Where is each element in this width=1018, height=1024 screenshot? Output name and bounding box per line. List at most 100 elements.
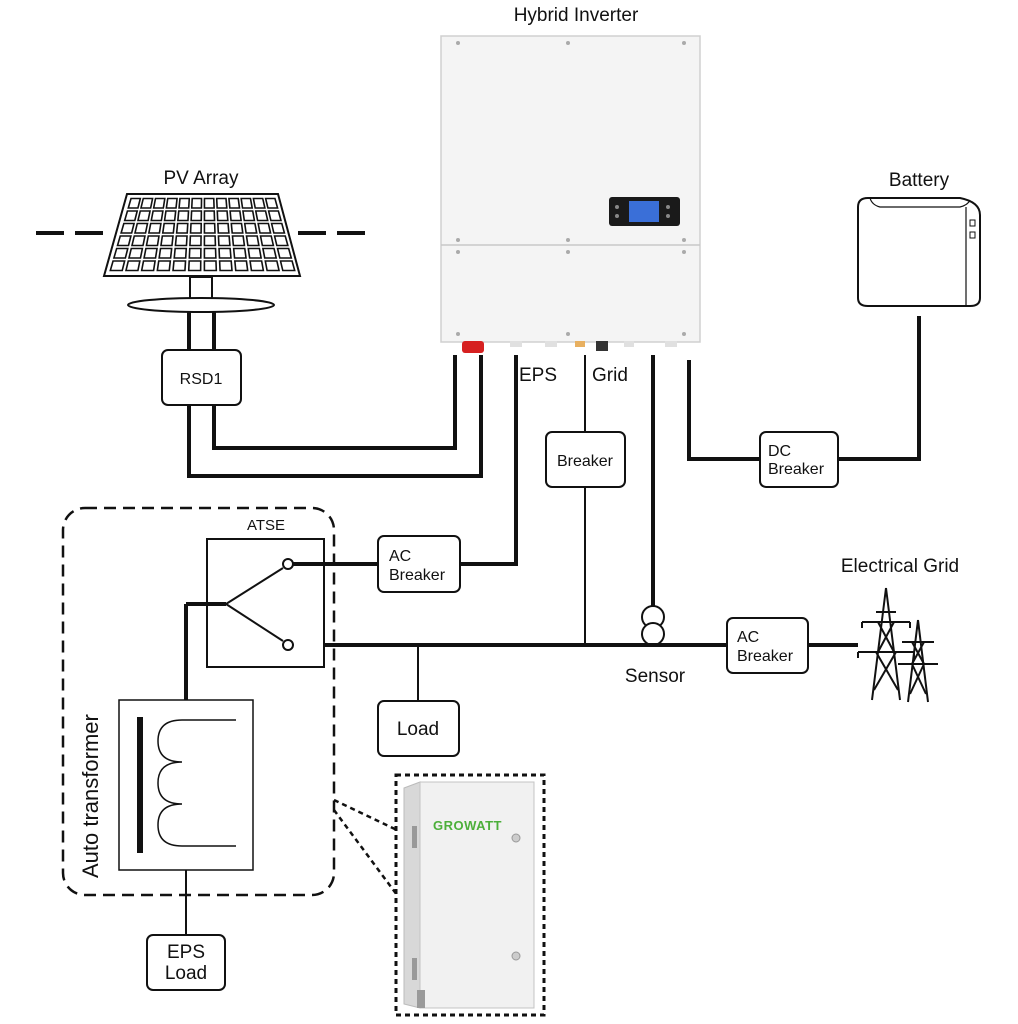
pv-cell xyxy=(203,235,217,247)
grid-ac-breaker-line2: Breaker xyxy=(737,648,794,665)
pv-cell xyxy=(136,210,152,222)
grid-breaker-box: Breaker xyxy=(545,431,626,488)
grid-ac-breaker-line1: AC xyxy=(737,629,759,646)
cabinet-outline xyxy=(394,773,546,1017)
load-box: Load xyxy=(377,700,460,757)
grid-port-label: Grid xyxy=(592,365,628,386)
pv-cell xyxy=(243,222,258,234)
pv-cell xyxy=(109,260,126,272)
eps-load-box: EPS Load xyxy=(146,934,226,991)
pv-wires xyxy=(187,312,483,478)
eps-wire xyxy=(460,355,518,566)
pv-cell xyxy=(173,247,188,259)
rsd1-box: RSD1 xyxy=(161,349,242,406)
pv-cell xyxy=(127,247,144,259)
pv-cell xyxy=(163,210,177,222)
battery-label: Battery xyxy=(889,170,950,191)
pv-cell xyxy=(140,260,157,272)
eps-load-line1: EPS xyxy=(167,942,205,963)
atse-ac-breaker-box: AC Breaker xyxy=(377,535,461,593)
pv-cell xyxy=(160,235,174,247)
growatt-cabinet: GROWATT xyxy=(403,781,535,1009)
dc-breaker-box: DC Breaker xyxy=(759,431,839,488)
pv-cell xyxy=(133,222,149,234)
pv-cell xyxy=(245,235,260,247)
pv-cell xyxy=(174,235,188,247)
hybrid-inverter xyxy=(440,35,701,353)
pv-cell xyxy=(178,197,191,209)
pv-cell xyxy=(242,210,256,222)
auto-transformer-label: Auto transformer xyxy=(78,714,103,878)
inverter-display xyxy=(609,197,680,226)
pv-cell xyxy=(276,247,293,259)
pv-cell xyxy=(247,247,263,259)
auto-transformer xyxy=(118,699,254,871)
pv-cell xyxy=(240,197,254,209)
pv-cell xyxy=(112,247,129,259)
pv-cell xyxy=(172,260,187,272)
pv-cell xyxy=(187,260,202,272)
pv-cell xyxy=(130,235,146,247)
pv-cell xyxy=(156,260,172,272)
pv-cell xyxy=(264,197,279,209)
atse-switch xyxy=(186,538,325,668)
pv-cell xyxy=(123,210,139,222)
pv-cell xyxy=(215,197,228,209)
pv-cell xyxy=(161,222,176,234)
pv-cell xyxy=(203,222,216,234)
pv-cell xyxy=(232,247,247,259)
pv-cell xyxy=(203,260,218,272)
pv-array-label: PV Array xyxy=(164,168,239,189)
pv-cell xyxy=(261,247,278,259)
atse-label: ATSE xyxy=(247,517,285,534)
atse-ac-breaker-line1: AC xyxy=(389,548,411,565)
pv-cell xyxy=(267,210,283,222)
pv-cell xyxy=(147,222,162,234)
pv-cell xyxy=(279,260,296,272)
pv-cell xyxy=(217,222,230,234)
pv-cell xyxy=(165,197,178,209)
pv-cell xyxy=(175,222,189,234)
pv-cell xyxy=(203,247,217,259)
pv-cell xyxy=(139,197,154,209)
pv-cell xyxy=(273,235,289,247)
eps-port-label: EPS xyxy=(519,365,557,386)
pv-cell xyxy=(259,235,275,247)
battery-wire xyxy=(687,360,760,461)
dc-breaker-line2: Breaker xyxy=(768,461,825,478)
inverter-ports xyxy=(462,341,677,353)
atse-group-outline xyxy=(61,506,336,897)
pv-cell xyxy=(254,210,269,222)
pv-cell xyxy=(264,260,281,272)
pv-cell xyxy=(190,210,203,222)
pv-cell xyxy=(188,247,202,259)
pv-cell xyxy=(230,222,244,234)
pv-cell xyxy=(152,197,166,209)
grid-ac-breaker-box: AC Breaker xyxy=(726,617,809,674)
pv-cell xyxy=(218,247,232,259)
pv-cell xyxy=(216,210,229,222)
eps-load-line2: Load xyxy=(165,963,207,984)
pv-cell xyxy=(203,210,216,222)
pv-cell xyxy=(231,235,246,247)
sensor-label: Sensor xyxy=(625,666,686,687)
pv-cell xyxy=(270,222,286,234)
hybrid-inverter-label: Hybrid Inverter xyxy=(514,5,639,26)
pv-cell xyxy=(203,197,215,209)
pv-cell xyxy=(190,197,203,209)
load-label: Load xyxy=(397,719,439,740)
dc-breaker-line1: DC xyxy=(768,443,791,460)
pv-cell xyxy=(145,235,160,247)
pv-cell xyxy=(158,247,173,259)
pv-cell xyxy=(189,222,203,234)
pv-cell xyxy=(124,260,141,272)
pv-cell xyxy=(176,210,190,222)
pv-cell xyxy=(189,235,202,247)
pv-cell xyxy=(143,247,158,259)
pv-cell xyxy=(218,260,233,272)
pv-cell xyxy=(217,235,231,247)
pv-cell xyxy=(257,222,272,234)
grid-breaker-label: Breaker xyxy=(557,453,614,470)
pv-cell xyxy=(252,197,266,209)
